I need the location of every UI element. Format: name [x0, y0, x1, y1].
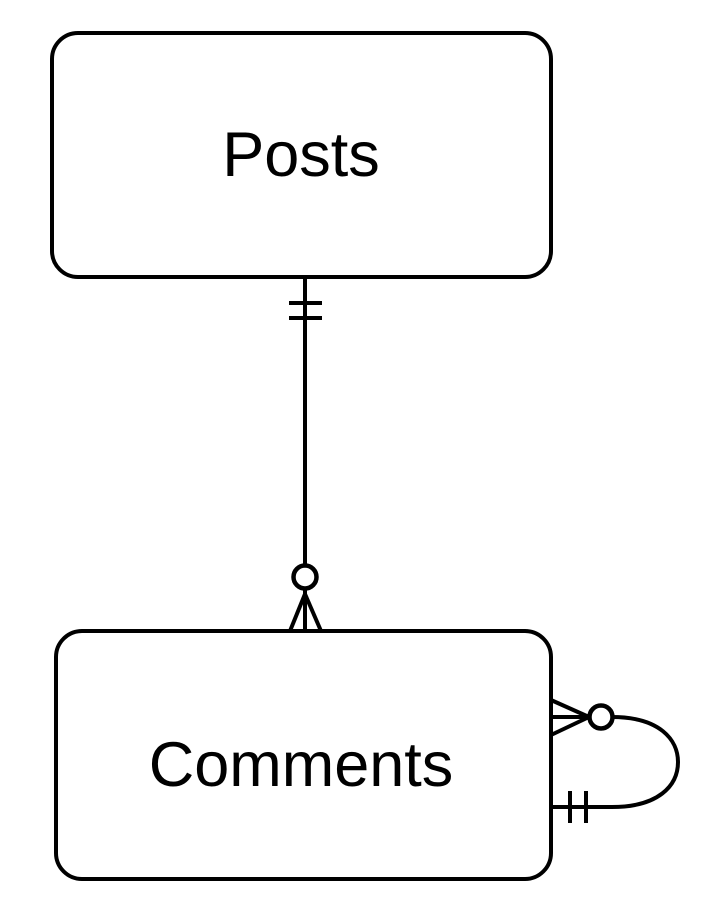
cardinality-one-and-only-one-posts-end: [289, 301, 322, 320]
circle-zero-icon: [587, 703, 615, 731]
entity-posts-box[interactable]: [50, 31, 553, 279]
entity-comments[interactable]: Comments: [54, 629, 553, 881]
crowsfoot-icon: [303, 593, 323, 632]
relationship-comments-self[interactable]: [550, 698, 681, 823]
cardinality-zero-or-many-comments-end: [288, 563, 323, 632]
entity-comments-label: Comments: [149, 730, 454, 800]
circle-zero-icon: [291, 563, 319, 591]
relationship-posts-comments[interactable]: [288, 277, 323, 632]
crowsfoot-icon: [550, 715, 590, 737]
cardinality-zero-or-many-self-upper: [550, 698, 615, 737]
entity-comments-box[interactable]: [54, 629, 553, 881]
relationship-line-comments-self[interactable]: [551, 715, 681, 809]
cardinality-one-and-only-one-self-lower: [568, 791, 588, 823]
entity-posts[interactable]: Posts: [50, 31, 553, 279]
crowsfoot-icon: [288, 593, 307, 632]
crowsfoot-icon: [550, 698, 590, 719]
entity-posts-label: Posts: [222, 120, 380, 190]
